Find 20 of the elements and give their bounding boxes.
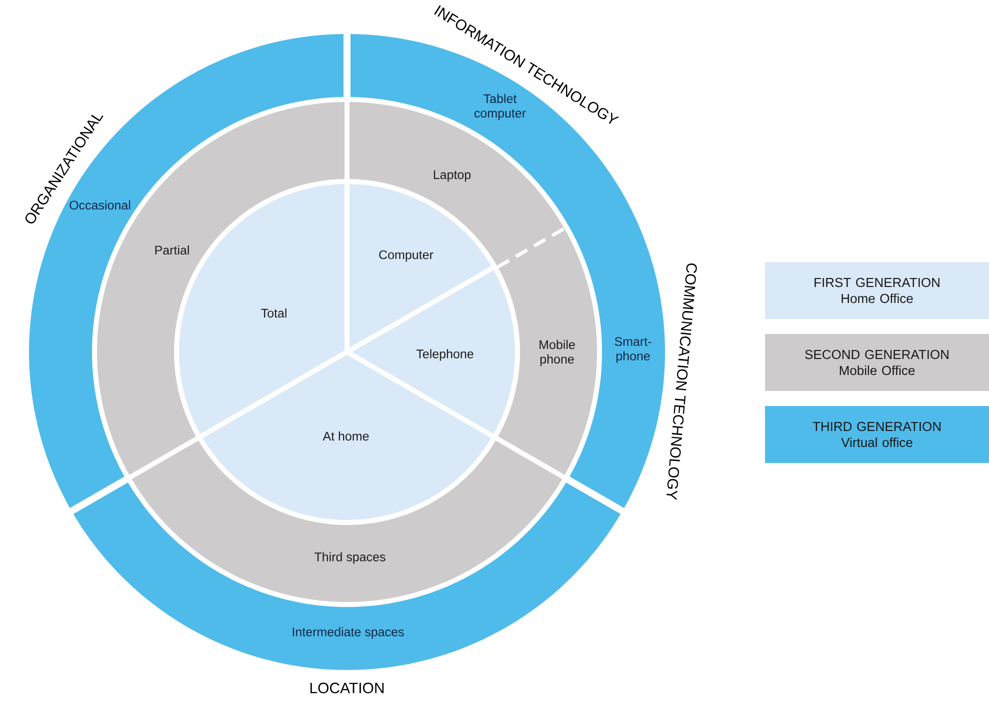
legend-box: THIRD GENERATION Virtual office: [765, 406, 989, 463]
segment-label: Mobile phone: [540, 340, 575, 366]
segment-label: Total: [261, 308, 286, 318]
legend-box: SECOND GENERATION Mobile Office: [765, 334, 989, 391]
ring-segment: [73, 482, 621, 670]
segment-label: Intermediate spaces: [292, 627, 404, 639]
segment-label: Computer: [379, 250, 434, 262]
segment-label: At home: [322, 431, 369, 441]
segment-label: Third spaces: [314, 552, 386, 564]
segment-label: Smart-phone: [614, 337, 652, 363]
legend-box: FIRST GENERATION Home Office: [765, 262, 989, 319]
ring-heading: LOCATION: [310, 682, 384, 694]
ring-segment: [350, 184, 492, 348]
segment-label: Laptop: [434, 170, 471, 182]
ring-segment: [132, 440, 562, 602]
segment-label: Telephone: [416, 349, 474, 361]
ring-heading: COMMUNICATION TECHNOLOGY: [666, 263, 697, 500]
segment-label: Tablet computer: [474, 94, 526, 120]
segment-label: Partial: [155, 245, 189, 255]
ring-segment: [496, 226, 597, 475]
